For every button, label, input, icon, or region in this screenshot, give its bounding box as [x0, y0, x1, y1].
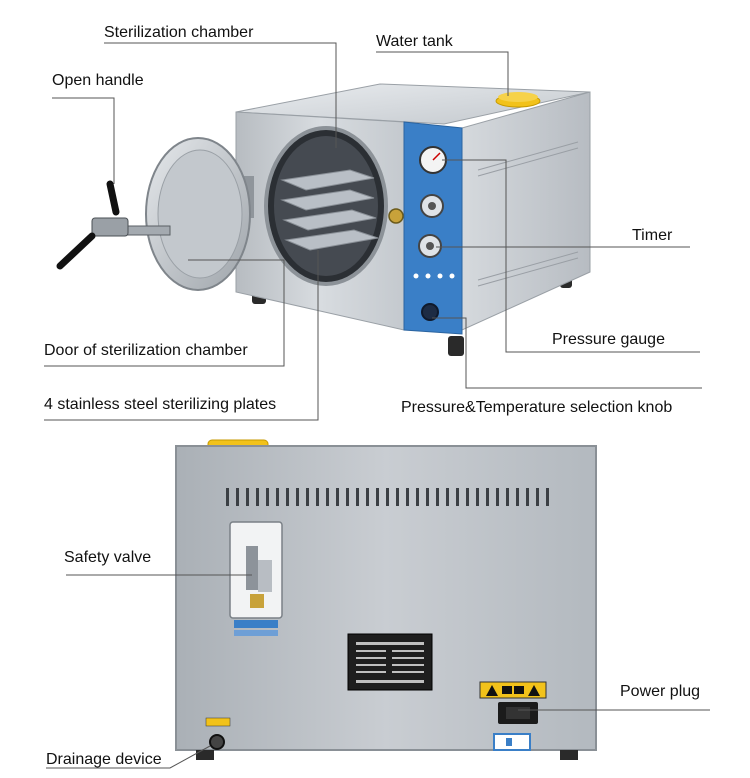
- drainage-label: [205, 717, 231, 727]
- label-timer: Timer: [632, 227, 673, 244]
- label-drainage-device: Drainage device: [46, 751, 162, 768]
- autoclave-rear-view: [175, 439, 597, 760]
- label-plates: 4 stainless steel sterilizing plates: [44, 396, 277, 413]
- foot: [448, 336, 464, 356]
- rear-vent-slots: [226, 488, 549, 506]
- sterilizing-plates: [280, 169, 379, 251]
- label-power-plug: Power plug: [620, 683, 701, 700]
- label-water-tank: Water tank: [376, 33, 453, 50]
- open-handle: [56, 180, 171, 270]
- leader-sterilization-chamber: [104, 42, 337, 148]
- label-selection-knob: Pressure&Temperature selection knob: [401, 399, 673, 416]
- leader-water-tank: [376, 51, 509, 96]
- chamber-latch: [388, 208, 404, 224]
- foot: [196, 750, 214, 760]
- label-sterilization-chamber: Sterilization chamber: [104, 24, 254, 41]
- leader-lines-bottom: [46, 574, 710, 769]
- safety-valve-tag: [234, 620, 278, 628]
- drainage-port: [209, 734, 225, 750]
- leader-door: [44, 259, 285, 367]
- label-pressure-gauge: Pressure gauge: [552, 331, 665, 348]
- label-open-handle: Open handle: [52, 72, 144, 89]
- leader-selection-knob: [432, 317, 702, 389]
- cabinet-right-side: [461, 91, 591, 331]
- leader-plates: [44, 250, 319, 421]
- leader-pressure-gauge: [442, 159, 700, 353]
- selection-knob: [421, 303, 439, 321]
- leader-lines-top: [44, 42, 702, 421]
- control-panel: [403, 121, 463, 335]
- label-safety-valve: Safety valve: [64, 549, 152, 566]
- foot: [560, 750, 578, 760]
- leader-drainage: [46, 745, 211, 769]
- label-door: Door of sterilization chamber: [44, 342, 248, 359]
- leader-open-handle: [52, 97, 115, 184]
- autoclave-front-view: [56, 83, 591, 356]
